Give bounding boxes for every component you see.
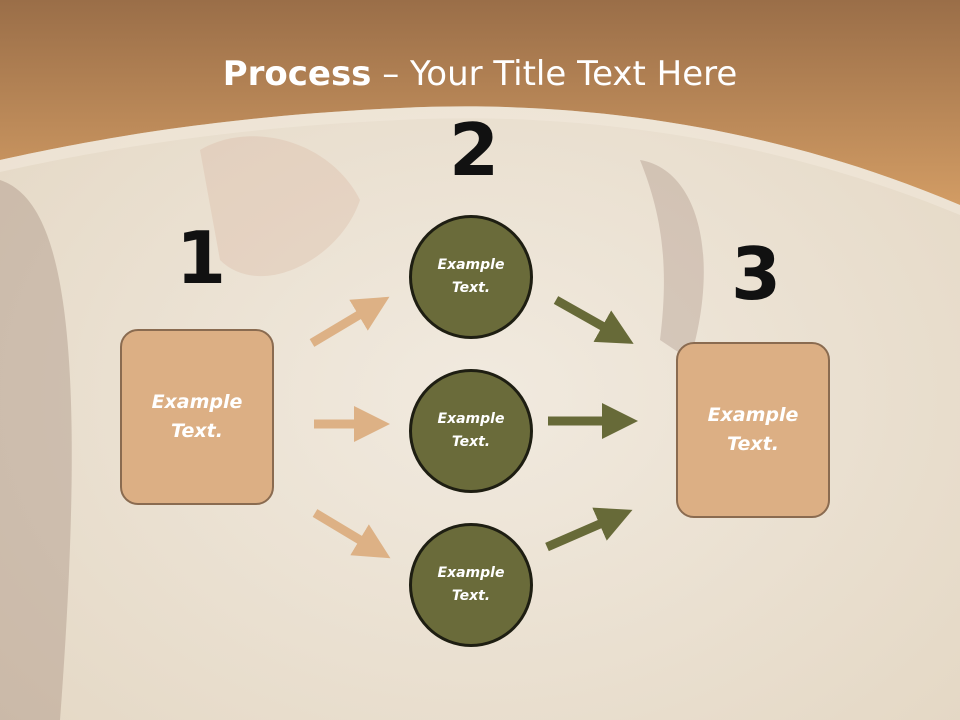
arrow-top-to-right — [553, 296, 634, 344]
step-number-3: 3 — [731, 232, 782, 316]
step-number-1: 1 — [176, 216, 227, 300]
right-step-box: Example Text. — [676, 342, 830, 518]
step-circle-bottom: Example Text. — [409, 523, 533, 647]
step-circle-top: Example Text. — [409, 215, 533, 339]
step-number-2: 2 — [449, 108, 500, 192]
step-circle-bottom-label: Example Text. — [437, 565, 505, 604]
step-circle-middle-label: Example Text. — [437, 411, 505, 450]
title-bold: Process — [222, 54, 372, 94]
arrow-left-to-bottom — [312, 509, 391, 559]
step-circle-middle: Example Text. — [409, 369, 533, 493]
arrow-left-to-top — [309, 296, 390, 347]
title-rest: – Your Title Text Here — [371, 54, 738, 94]
arrow-bottom-to-right — [545, 507, 633, 552]
left-step-box: Example Text. — [120, 329, 274, 505]
step-circle-top-label: Example Text. — [437, 257, 505, 296]
left-step-box-label: Example Text. — [151, 391, 243, 442]
slide-title: Process – Your Title Text Here — [0, 52, 960, 96]
right-step-box-label: Example Text. — [707, 404, 799, 455]
